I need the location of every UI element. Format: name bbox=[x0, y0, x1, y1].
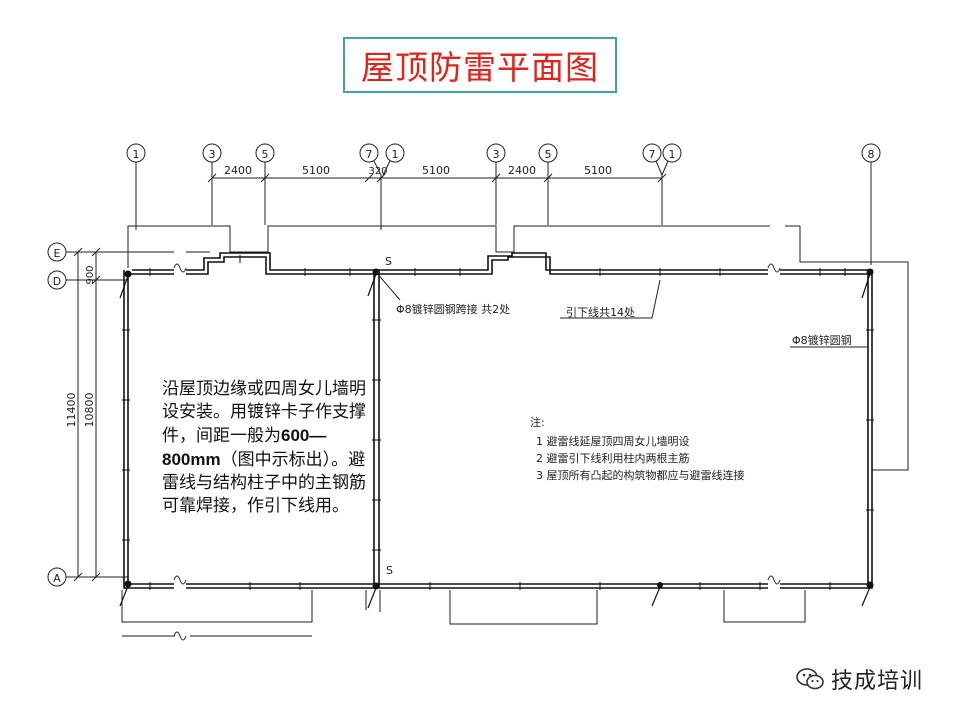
note-item: 2 避雷引下线利用柱内两根主筋 bbox=[536, 451, 690, 465]
axis-label: A bbox=[53, 572, 61, 585]
watermark: 技成培训 bbox=[795, 663, 923, 695]
callout-bridge: Φ8镀锌圆钢跨接 共2处 bbox=[396, 302, 510, 316]
axis-bubble-top-1b: 1 bbox=[382, 143, 405, 176]
dimension-text: 5100 bbox=[584, 164, 612, 177]
description-bold: 800mm bbox=[162, 450, 221, 469]
axis-label: 1 bbox=[669, 148, 676, 161]
description-bold: 600— bbox=[281, 426, 327, 445]
watermark-text: 技成培训 bbox=[831, 669, 924, 694]
lightning-conductor bbox=[123, 252, 873, 589]
axis-bubble-top-5b: 5 bbox=[538, 143, 558, 225]
title-box: 屋顶防雷平面图 bbox=[343, 37, 617, 93]
description-line: 设安装。用镀锌卡子作支撑 bbox=[162, 402, 366, 422]
dimension-text: 11400 bbox=[65, 393, 78, 428]
axis-label: 7 bbox=[366, 148, 373, 161]
description-segment: 件，间距一般为 bbox=[162, 426, 281, 446]
axis-label: 3 bbox=[209, 148, 216, 161]
axis-bubble-top-1c: 1 bbox=[661, 143, 682, 176]
page-title: 屋顶防雷平面图 bbox=[361, 48, 599, 87]
dimension-text: 320 bbox=[368, 166, 387, 177]
axis-label: E bbox=[54, 247, 61, 260]
axis-bubble-top-3b: 3 bbox=[486, 143, 506, 225]
note-item: 3 屋顶所有凸起的构筑物都应与避雷线连接 bbox=[536, 468, 745, 482]
wechat-icon bbox=[796, 668, 824, 690]
description-line: 雷线与结构柱子中的主钢筋 bbox=[162, 473, 366, 493]
axis-label: 3 bbox=[493, 148, 500, 161]
description-line: 沿屋顶边缘或四周女儿墙明 bbox=[162, 379, 366, 399]
axis-label: 8 bbox=[868, 148, 875, 161]
dimension-text: 10800 bbox=[83, 393, 96, 428]
dimension-text: 5100 bbox=[422, 164, 450, 177]
callout-downlead: 引下线共14处 bbox=[566, 305, 635, 319]
dimension-text: 900 bbox=[85, 265, 96, 284]
axis-label: 7 bbox=[649, 148, 656, 161]
axis-label: 5 bbox=[545, 148, 552, 161]
description-line: 可靠焊接，作引下线用。 bbox=[162, 496, 349, 516]
description-text: 沿屋顶边缘或四周女儿墙明 设安装。用镀锌卡子作支撑 件，间距一般为600— 80… bbox=[162, 378, 394, 518]
dimension-text: 2400 bbox=[508, 164, 536, 177]
axis-label: 1 bbox=[133, 148, 140, 161]
axis-bubble-top-5: 5 bbox=[255, 143, 275, 225]
description-segment: （图中示标出）。避 bbox=[220, 450, 366, 470]
axis-label: D bbox=[53, 275, 61, 288]
description-line: 800mm（图中示标出）。避 bbox=[162, 448, 394, 472]
dimension-text: 2400 bbox=[224, 164, 252, 177]
s-marker: S bbox=[386, 564, 393, 577]
description-line: 件，间距一般为600— bbox=[162, 424, 394, 448]
callout-round-steel: Φ8镀锌圆钢 bbox=[792, 333, 852, 347]
axis-label: 5 bbox=[262, 148, 269, 161]
axis-bubble-top-1: 1 bbox=[126, 143, 146, 230]
axis-bubble-top-8: 8 bbox=[861, 143, 881, 265]
dimension-text: 5100 bbox=[302, 164, 330, 177]
notes-heading: 注: bbox=[530, 415, 545, 429]
axis-bubble-top-7a: 7 bbox=[359, 143, 382, 176]
s-marker: S bbox=[385, 255, 392, 268]
notes-block: 注: 1 避雷线延屋顶四周女儿墙明设 2 避雷引下线利用柱内两根主筋 3 屋顶所… bbox=[530, 415, 745, 482]
axis-bubble-left-A: A bbox=[47, 567, 128, 587]
axis-bubble-left-D: D bbox=[47, 270, 128, 290]
axis-bubble-top-7c: 7 bbox=[642, 143, 663, 176]
axis-label: 1 bbox=[392, 148, 399, 161]
note-item: 1 避雷线延屋顶四周女儿墙明设 bbox=[536, 434, 690, 448]
axis-bubble-left-E: E bbox=[47, 242, 128, 262]
axis-bubble-top-3: 3 bbox=[202, 143, 222, 225]
